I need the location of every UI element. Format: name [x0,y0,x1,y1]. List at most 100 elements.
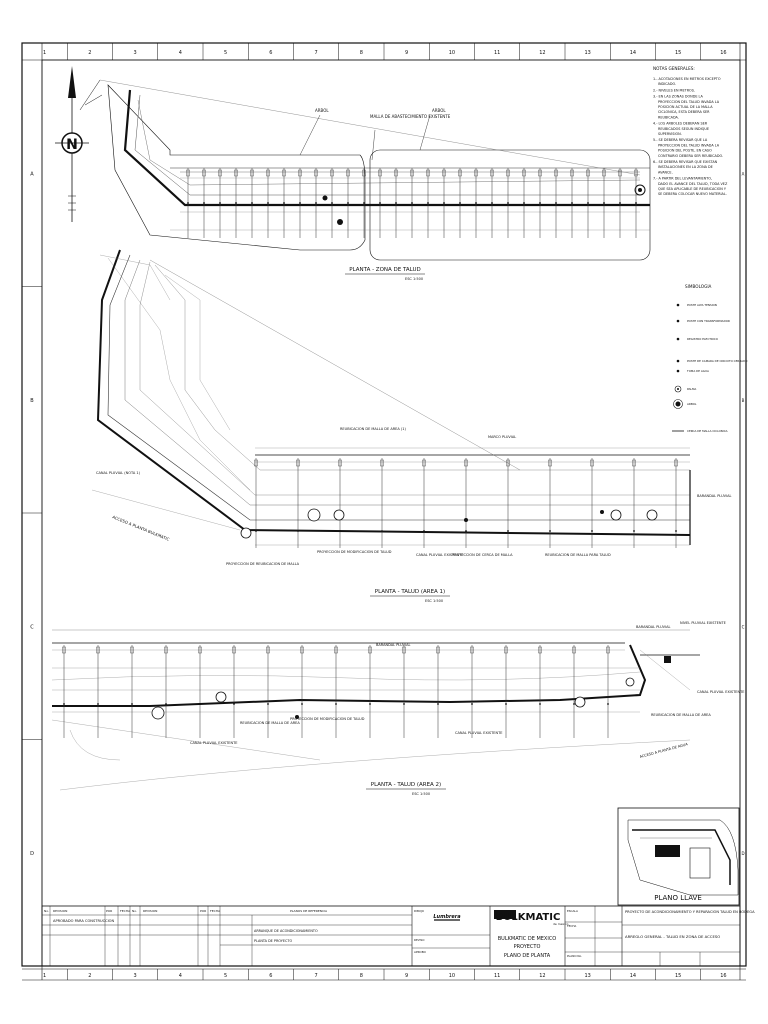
section-marker [334,646,338,654]
section-marker [282,169,286,177]
title-block-label: REVISO [414,938,425,942]
grid-col-label-top: 13 [584,50,590,56]
grid-col-label-bottom: 3 [134,973,137,979]
plan-talud-area-1 [91,249,691,548]
grid-col-label-top: 11 [494,50,500,56]
post-mark [459,202,461,204]
post-mark [97,703,99,705]
grid-row-label-right: C [742,624,745,629]
legend-symbol-icon [676,359,680,363]
north-arrow-icon: N [55,66,103,222]
post-mark [555,202,557,204]
note-line: AVANCE. [658,170,673,174]
section-marker [590,459,594,467]
general-notes: 1.- ACOTACIONES EN METROS EXCEPTOINDICAD… [653,77,728,196]
section-marker [422,459,426,467]
section-marker [548,459,552,467]
plan-zona-de-talud [99,79,651,261]
grid-col-label-bottom: 12 [539,973,545,979]
talud-section-ticks-area-1 [254,458,678,548]
revision-header: No. [132,909,137,913]
key-plan-drawing [627,819,739,896]
section-marker [300,646,304,654]
section-marker [218,169,222,177]
post-mark [267,202,269,204]
legend-title: SIMBOLOGIA [685,284,712,289]
note-line: 2.- NIVELES EN METROS. [653,88,695,92]
legend-item-label: POSTE CON TRANSFORMADOR [687,319,730,323]
grid-col-label-top: 9 [405,50,408,56]
legend-symbol-icon [673,399,683,409]
key-plan-frame [617,807,740,906]
post-mark [427,202,429,204]
post-mark [635,202,637,204]
plan-talud-area-2 [51,629,700,791]
callout-area2-b4: CANAL PLUVIAL EXISTENTE [455,731,502,735]
title-block-label: APROBO [414,950,427,954]
section-marker [618,169,622,177]
revision-header: REVISION [143,909,157,913]
section-marker [298,169,302,177]
grid-row-label-right: D [741,851,744,856]
callout-area1-right: BARANDAL PLUVIAL [697,494,731,498]
grid-col-label-top: 5 [224,50,227,56]
legend-symbol-icon [674,385,682,393]
section-marker [602,169,606,177]
section-marker [634,169,638,177]
key-plan-title: PLANO LLAVE [654,894,702,902]
section-marker [378,169,382,177]
post-mark [219,202,221,204]
section-marker [296,459,300,467]
legend-symbol-icon [676,337,680,341]
revision-row-text: APROBADO PARA CONSTRUCCION [53,919,114,923]
drawing-title: PROYECTO DE ACONDICIONAMIENTO Y REPARACI… [625,910,755,914]
company-logo: BULKMATIC [496,912,561,923]
callout-area2-top-3: NIVEL PLUVIAL EXISTENTE [680,621,726,625]
callout-area1-b1: PROYECCION DE REUBICACION DE MALLA [226,562,300,566]
section-marker [504,646,508,654]
grid-col-label-top: 15 [675,50,681,56]
section-marker [164,646,168,654]
grid-col-label-bottom: 11 [494,973,500,979]
post-mark [411,202,413,204]
post-mark [339,530,341,532]
post-mark [475,202,477,204]
title-block-label: PLANO No. [567,954,582,958]
talud-section-ticks-top [186,168,638,238]
section-marker [490,169,494,177]
callout-area2-right-1: REUBICACION DE MALLA DE AREA [651,713,711,717]
section-marker [362,169,366,177]
grid-col-label-bottom: 10 [449,973,455,979]
post-mark [331,202,333,204]
post-mark [507,530,509,532]
grid-col-label-bottom: 9 [405,973,408,979]
grid-col-label-top: 6 [269,50,272,56]
post-mark [633,530,635,532]
grid-col-label-top: 14 [630,50,636,56]
callout-area1-b3: CANAL PLUVIAL EXISTENTE [416,553,463,557]
legend-symbol-icon [676,369,680,373]
note-line: REUBICADA. [658,115,679,119]
legend-item-label: CERCA DE MALLA CICLONICA [687,429,728,433]
section-marker [266,646,270,654]
note-line: SE DEBERA COLOCAR NUEVO MATERIAL. [658,192,727,196]
note-line: PROYECCION DEL TALUD INVADA LA [658,143,720,147]
section-marker [380,459,384,467]
post-mark [523,202,525,204]
section-marker [330,169,334,177]
post-mark [283,202,285,204]
grid-col-label-top: 10 [449,50,455,56]
outer-frame [21,42,747,967]
section-marker [254,459,258,467]
view-title-1: PLANTA - ZONA DE TALUD [349,267,421,273]
section-marker [506,459,510,467]
section-marker [554,169,558,177]
section-marker [62,646,66,654]
section-marker [586,169,590,177]
section-marker [572,646,576,654]
grid-col-label-top: 4 [179,50,182,56]
section-marker [266,169,270,177]
legend-item-label: POSTE DE CAMARA DE CIRCUITO CERRADO [687,359,748,363]
